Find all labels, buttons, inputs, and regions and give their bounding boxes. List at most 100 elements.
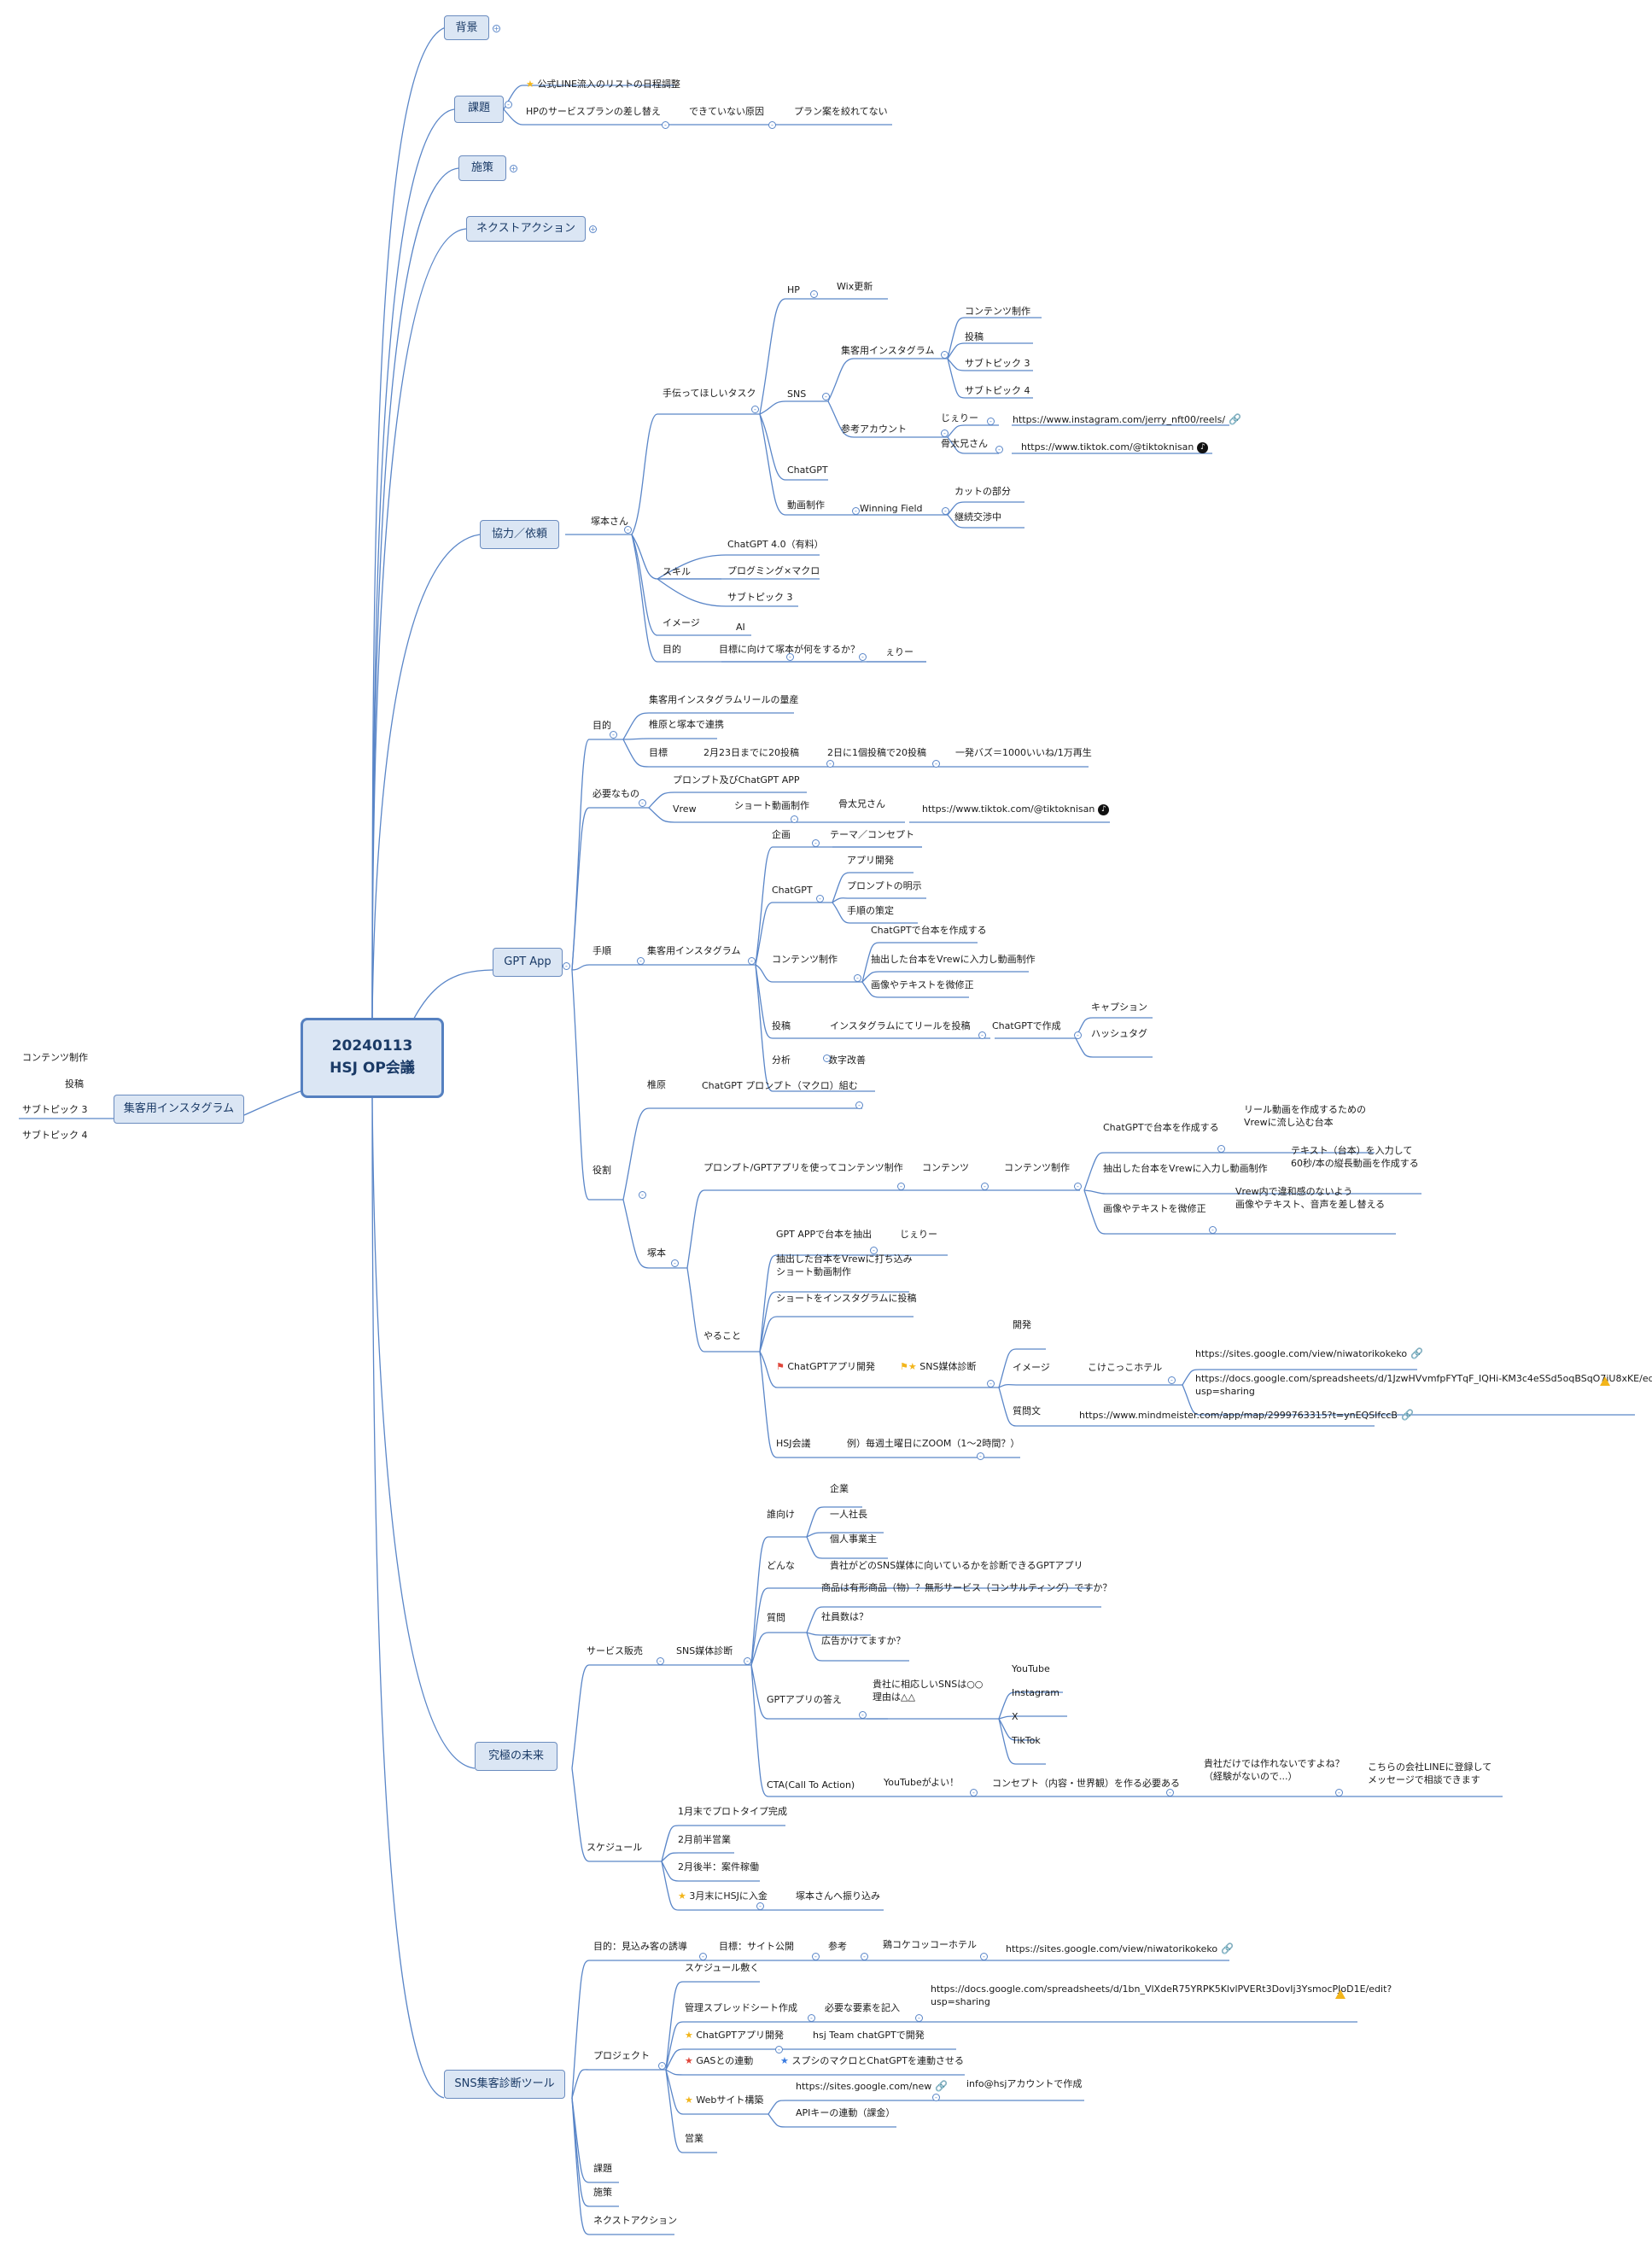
gpt-mokuteki[interactable]: 目的 xyxy=(593,720,611,731)
topic-sns-tool[interactable]: SNS集客診断ツール xyxy=(444,2070,565,2099)
collapse-icon[interactable]: - xyxy=(1209,1226,1217,1234)
gpt-url1[interactable]: https://sites.google.com/view/niwatoriko… xyxy=(1195,1347,1424,1359)
collapse-icon[interactable]: - xyxy=(897,1183,905,1190)
collapse-icon[interactable]: - xyxy=(978,1031,986,1039)
gpt-m1[interactable]: 集客用インスタグラムリールの量産 xyxy=(649,694,799,705)
kyoryoku-prog[interactable]: プログミング×マクロ xyxy=(727,565,820,576)
collapse-icon[interactable]: - xyxy=(812,839,820,847)
gpt-q1b[interactable]: リール動画を作成するための Vrewに流し込む台本 xyxy=(1244,1104,1366,1128)
gpt-vrew[interactable]: Vrew xyxy=(673,803,697,815)
sns-mokuteki[interactable]: 目的：見込み客の誘導 xyxy=(593,1941,687,1952)
topic-gpt-app[interactable]: GPT App xyxy=(493,948,563,977)
kyoryoku-sub4[interactable]: サブトピック 4 xyxy=(965,385,1030,396)
kyukyoku-s2[interactable]: 2月前半営業 xyxy=(678,1834,731,1845)
kyoryoku-mokuhyo[interactable]: 目標に向けて塚本が何をするか？ xyxy=(719,644,860,655)
kyoryoku-cut[interactable]: カットの部分 xyxy=(954,486,1011,497)
kyoryoku-mokuteki[interactable]: 目的 xyxy=(663,644,681,655)
gpt-q3[interactable]: 画像やテキストを微修正 xyxy=(1103,1203,1206,1214)
kyoryoku-sub3[interactable]: サブトピック 3 xyxy=(965,358,1030,369)
collapse-icon[interactable]: - xyxy=(977,1452,984,1460)
gpt-tsukamoto[interactable]: 塚本 xyxy=(647,1247,666,1259)
kyukyoku-hitori[interactable]: 一人社長 xyxy=(830,1509,867,1520)
kyoryoku-winning[interactable]: Winning Field xyxy=(860,503,923,514)
collapse-icon[interactable]: - xyxy=(1074,1183,1082,1190)
gpt-mokuhyo[interactable]: 目標 xyxy=(649,747,668,758)
gpt-p2[interactable]: コンテンツ xyxy=(922,1162,969,1173)
gpt-caption[interactable]: キャプション xyxy=(1091,1002,1147,1013)
kyukyoku-s4b[interactable]: 塚本さんへ振り込み xyxy=(796,1890,880,1902)
kyukyoku-cta4[interactable]: こちらの会社LINEに登録して メッセージで相談できます xyxy=(1368,1761,1492,1785)
kyukyoku-yt[interactable]: YouTube xyxy=(1012,1663,1050,1674)
collapse-icon[interactable]: - xyxy=(812,1953,820,1960)
kyoryoku-tasks[interactable]: 手伝ってほしいタスク xyxy=(663,388,756,399)
gpt-t1[interactable]: インスタグラムにてリールを投稿 xyxy=(830,1020,971,1031)
kyoryoku-tsukamoto[interactable]: 塚本さん xyxy=(591,516,628,527)
kyukyoku-cta1[interactable]: YouTubeがよい！ xyxy=(884,1777,960,1788)
sns-p1[interactable]: スケジュール敷く xyxy=(685,1962,760,1973)
sns-p2[interactable]: 管理スプレッドシート作成 xyxy=(685,2002,797,2013)
gpt-prompt[interactable]: プロンプトの明示 xyxy=(847,880,922,891)
collapse-icon[interactable]: - xyxy=(861,1953,868,1960)
sns-niwa[interactable]: 鶏コケコッコーホテル xyxy=(883,1939,977,1950)
collapse-icon[interactable]: - xyxy=(657,1657,664,1665)
collapse-icon[interactable]: - xyxy=(859,1711,867,1719)
gpt-kokekko[interactable]: こけこっこホテル xyxy=(1088,1362,1163,1373)
kyoryoku-keizoku[interactable]: 継続交渉中 xyxy=(954,511,1001,523)
kyukyoku-sched[interactable]: スケジュール xyxy=(587,1842,643,1853)
gpt-url3[interactable]: https://www.mindmeister.com/app/map/2999… xyxy=(1079,1409,1414,1421)
collapse-icon[interactable]: - xyxy=(870,1247,878,1254)
kyoryoku-gpt4[interactable]: ChatGPT 4.0（有料） xyxy=(727,539,824,550)
sns-project[interactable]: プロジェクト xyxy=(593,2050,650,2061)
kyoryoku-doga[interactable]: 動画制作 xyxy=(787,499,825,511)
kyoryoku-jery[interactable]: じぇりー xyxy=(941,412,978,424)
collapse-icon[interactable]: - xyxy=(915,2014,923,2022)
kadai-plan[interactable]: プラン案を絞れてない xyxy=(794,106,888,117)
collapse-icon[interactable]: - xyxy=(748,957,756,965)
collapse-icon[interactable]: - xyxy=(822,393,830,400)
collapse-icon[interactable]: - xyxy=(987,418,995,425)
kyukyoku-kotae-a[interactable]: 貴社に相応しいSNSは○○ 理由は△△ xyxy=(873,1679,984,1703)
sns-p5[interactable]: ★ Webサイト構築 xyxy=(685,2094,764,2106)
collapse-icon[interactable]: - xyxy=(987,1380,995,1387)
gpt-shukyaku[interactable]: 集客用インスタグラム xyxy=(647,945,741,956)
collapse-icon[interactable]: - xyxy=(610,731,617,739)
gpt-m2[interactable]: 椎原と塚本で連携 xyxy=(649,719,724,730)
collapse-icon[interactable]: - xyxy=(775,2046,783,2053)
kyukyoku-x[interactable]: X xyxy=(1012,1711,1019,1722)
collapse-icon[interactable]: - xyxy=(563,962,570,970)
collapse-icon[interactable]: - xyxy=(637,957,645,965)
topic-kadai[interactable]: 課題 xyxy=(454,96,504,123)
left-contents[interactable]: コンテンツ制作 xyxy=(22,1052,88,1063)
kyukyoku-s1[interactable]: 1月末でプロトタイプ完成 xyxy=(678,1806,787,1817)
kyoryoku-chatgpt[interactable]: ChatGPT xyxy=(787,464,828,476)
kyoryoku-image[interactable]: イメージ xyxy=(663,617,700,628)
gpt-theme[interactable]: テーマ／コンセプト xyxy=(830,829,914,840)
gpt-shiihara[interactable]: 椎原 xyxy=(647,1079,666,1090)
kyoryoku-contents[interactable]: コンテンツ制作 xyxy=(965,306,1030,317)
left-toko[interactable]: 投稿 xyxy=(65,1078,84,1090)
collapse-icon[interactable]: - xyxy=(823,1054,831,1062)
link-icon[interactable]: 🔗 xyxy=(1400,1409,1414,1421)
kyukyoku-cta2[interactable]: コンセプト（内容・世界観）を作る必要ある xyxy=(992,1778,1180,1789)
collapse-icon[interactable]: - xyxy=(791,815,798,823)
collapse-icon[interactable]: - xyxy=(808,2014,815,2022)
collapse-icon[interactable]: - xyxy=(744,1657,751,1665)
sns-p5b[interactable]: https://sites.google.com/new🔗 xyxy=(796,2080,949,2092)
gpt-y5[interactable]: ⚑★ SNS媒体診断 xyxy=(900,1361,977,1372)
gpt-kotsu-url[interactable]: https://www.tiktok.com/@tiktoknisan♪ xyxy=(920,803,1111,815)
kadai-hp-plan[interactable]: HPのサービスプランの差し替え xyxy=(526,106,661,117)
collapse-icon[interactable]: - xyxy=(941,351,949,359)
collapse-icon[interactable]: - xyxy=(826,760,834,768)
collapse-icon[interactable]: - xyxy=(859,653,867,661)
gpt-image[interactable]: イメージ xyxy=(1013,1362,1050,1373)
kyoryoku-instagram[interactable]: 集客用インスタグラム xyxy=(841,345,935,356)
kyukyoku-cta[interactable]: CTA(Call To Action) xyxy=(767,1779,855,1791)
sns-shisaku[interactable]: 施策 xyxy=(593,2187,612,2198)
collapse-icon[interactable]: - xyxy=(810,290,818,298)
sns-p3[interactable]: ★ ChatGPTアプリ開発 xyxy=(685,2030,784,2041)
gpt-app[interactable]: アプリ開発 xyxy=(847,855,894,866)
collapse-icon[interactable]: - xyxy=(662,121,669,129)
gpt-tejun[interactable]: 手順 xyxy=(593,945,611,956)
gpt-hsj[interactable]: HSJ会議 xyxy=(776,1438,811,1449)
topic-haikei[interactable]: 背景 xyxy=(444,15,489,40)
